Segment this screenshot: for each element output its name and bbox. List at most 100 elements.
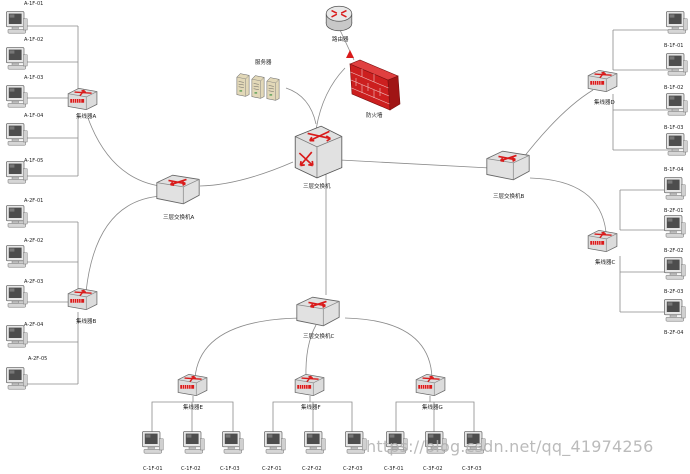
link-l3b-hubC: [529, 177, 607, 233]
firewall-icon: [346, 50, 401, 111]
connections: [14, 25, 672, 436]
hub-g-label: 集线器G: [422, 403, 443, 411]
l3-switch-b[interactable]: 三层交换机B: [485, 150, 531, 200]
pc-icon: [344, 431, 367, 454]
pc-icon: [6, 11, 28, 34]
hub-b[interactable]: 集线器B: [67, 287, 98, 325]
server[interactable]: 服务器: [236, 58, 280, 101]
pc-icon: [6, 325, 28, 348]
pc-c-1f-03[interactable]: C-1F-03: [220, 431, 244, 472]
switch-icon: [485, 150, 531, 181]
pc-a-1f-01[interactable]: A-1F-01: [6, 1, 43, 34]
pc-label: C-3F-03: [462, 466, 482, 472]
switch-icon: [295, 296, 341, 327]
hub-d[interactable]: 集线器D: [587, 69, 618, 106]
link-l3a-hubA: [87, 117, 161, 187]
pc-b-2f-04[interactable]: B-2F-04: [664, 299, 686, 336]
link-l3c-hubE: [194, 317, 301, 379]
hub-icon: [415, 373, 446, 397]
pc-a-1f-03[interactable]: A-1F-03: [6, 75, 43, 108]
pc-label: A-1F-01: [24, 1, 43, 7]
pc-b-1f-03[interactable]: B-1F-03: [664, 93, 688, 131]
pc-icon: [666, 53, 688, 76]
pc-icon: [263, 431, 286, 454]
pc-icon: [6, 161, 28, 184]
pc-c-2f-02[interactable]: C-2F-02: [302, 431, 326, 472]
pc-icon: [221, 431, 244, 454]
pc-icon: [664, 215, 686, 238]
switch-icon: [155, 174, 201, 205]
pc-label: C-2F-02: [302, 466, 322, 472]
core-switch-icon: [294, 125, 343, 179]
hub-icon: [67, 87, 98, 111]
hub-icon: [587, 229, 618, 253]
link-core-l3b: [339, 159, 491, 169]
l3-switch-a[interactable]: 三层交换机A: [155, 174, 201, 221]
l3-switch-c[interactable]: 三层交换机C: [295, 296, 341, 340]
pc-c-3f-02[interactable]: C-3F-02: [423, 431, 447, 472]
pc-b-2f-01[interactable]: B-2F-01: [664, 177, 686, 214]
pc-label: A-2F-01: [24, 198, 43, 204]
pc-a-2f-01[interactable]: A-2F-01: [6, 198, 43, 228]
core-switch[interactable]: 三层交换机: [294, 125, 343, 190]
link-core-l3a: [199, 161, 294, 187]
pc-a-1f-02[interactable]: A-1F-02: [6, 37, 43, 70]
hub-d-label: 集线器D: [594, 98, 615, 106]
pc-icon: [6, 245, 28, 268]
firewall[interactable]: 防火墙: [346, 50, 401, 119]
pc-a-1f-05[interactable]: A-1F-05: [6, 158, 43, 184]
pc-icon: [666, 133, 688, 156]
pc-a-2f-05[interactable]: A-2F-05: [6, 356, 47, 390]
hub-icon: [67, 287, 98, 311]
pc-a-2f-04[interactable]: A-2F-04: [6, 322, 43, 348]
hub-c[interactable]: 集线器C: [587, 229, 618, 266]
hub-g[interactable]: 集线器G: [415, 373, 446, 411]
pc-b-1f-02[interactable]: B-1F-02: [664, 53, 688, 91]
hub-a[interactable]: 集线器A: [67, 87, 98, 120]
pc-c-3f-03[interactable]: C-3F-03: [462, 431, 486, 472]
core-switch-label: 三层交换机: [303, 182, 331, 190]
pc-label: A-2F-04: [24, 322, 43, 328]
pc-b-2f-02[interactable]: B-2F-02: [664, 215, 686, 254]
pc-c-2f-01[interactable]: C-2F-01: [262, 431, 286, 472]
hub-e[interactable]: 集线器E: [177, 373, 208, 411]
pc-b-1f-04[interactable]: B-1F-04: [664, 133, 688, 173]
pc-label: A-2F-05: [28, 356, 47, 362]
pc-c-3f-01[interactable]: C-3F-01: [384, 431, 408, 472]
link-l3c-hubF: [305, 324, 317, 379]
pc-c-1f-01[interactable]: C-1F-01: [141, 431, 164, 472]
router[interactable]: 路由器: [325, 5, 353, 43]
pc-b-1f-01[interactable]: B-1F-01: [664, 11, 688, 49]
pc-label: B-2F-02: [664, 248, 683, 254]
server-icon: [236, 73, 250, 97]
pc-b-2f-03[interactable]: B-2F-03: [664, 257, 686, 295]
pc-label: A-1F-03: [24, 75, 43, 81]
hub-icon: [294, 373, 325, 397]
pc-icon: [6, 205, 28, 228]
pc-c-2f-03[interactable]: C-2F-03: [343, 431, 367, 472]
router-label: 路由器: [332, 35, 349, 43]
router-icon: [325, 5, 353, 32]
pc-a-2f-02[interactable]: A-2F-02: [6, 238, 43, 268]
hub-a-label: 集线器A: [76, 112, 97, 120]
hub-f[interactable]: 集线器F: [294, 373, 325, 411]
pc-label: A-1F-05: [24, 158, 43, 164]
pc-label: C-2F-01: [262, 466, 282, 472]
pc-label: C-1F-03: [220, 466, 240, 472]
hub-b-label: 集线器B: [76, 317, 97, 325]
pc-icon: [6, 85, 28, 108]
pc-icon: [6, 123, 28, 146]
pc-c-1f-02[interactable]: C-1F-02: [181, 431, 205, 472]
link-server-core: [285, 87, 317, 125]
pc-icon: [6, 367, 28, 390]
pc-icon: [666, 11, 688, 34]
link-firewall-core: [315, 67, 346, 131]
pc-label: B-2F-01: [664, 208, 683, 214]
pc-icon: [6, 285, 28, 308]
workstations: A-1F-01A-1F-02A-1F-03A-1F-04A-1F-05A-2F-…: [6, 1, 688, 472]
pc-label: B-1F-01: [664, 43, 683, 49]
pc-icon: [664, 299, 686, 322]
pc-a-2f-03[interactable]: A-2F-03: [6, 279, 43, 308]
pc-a-1f-04[interactable]: A-1F-04: [6, 113, 43, 146]
